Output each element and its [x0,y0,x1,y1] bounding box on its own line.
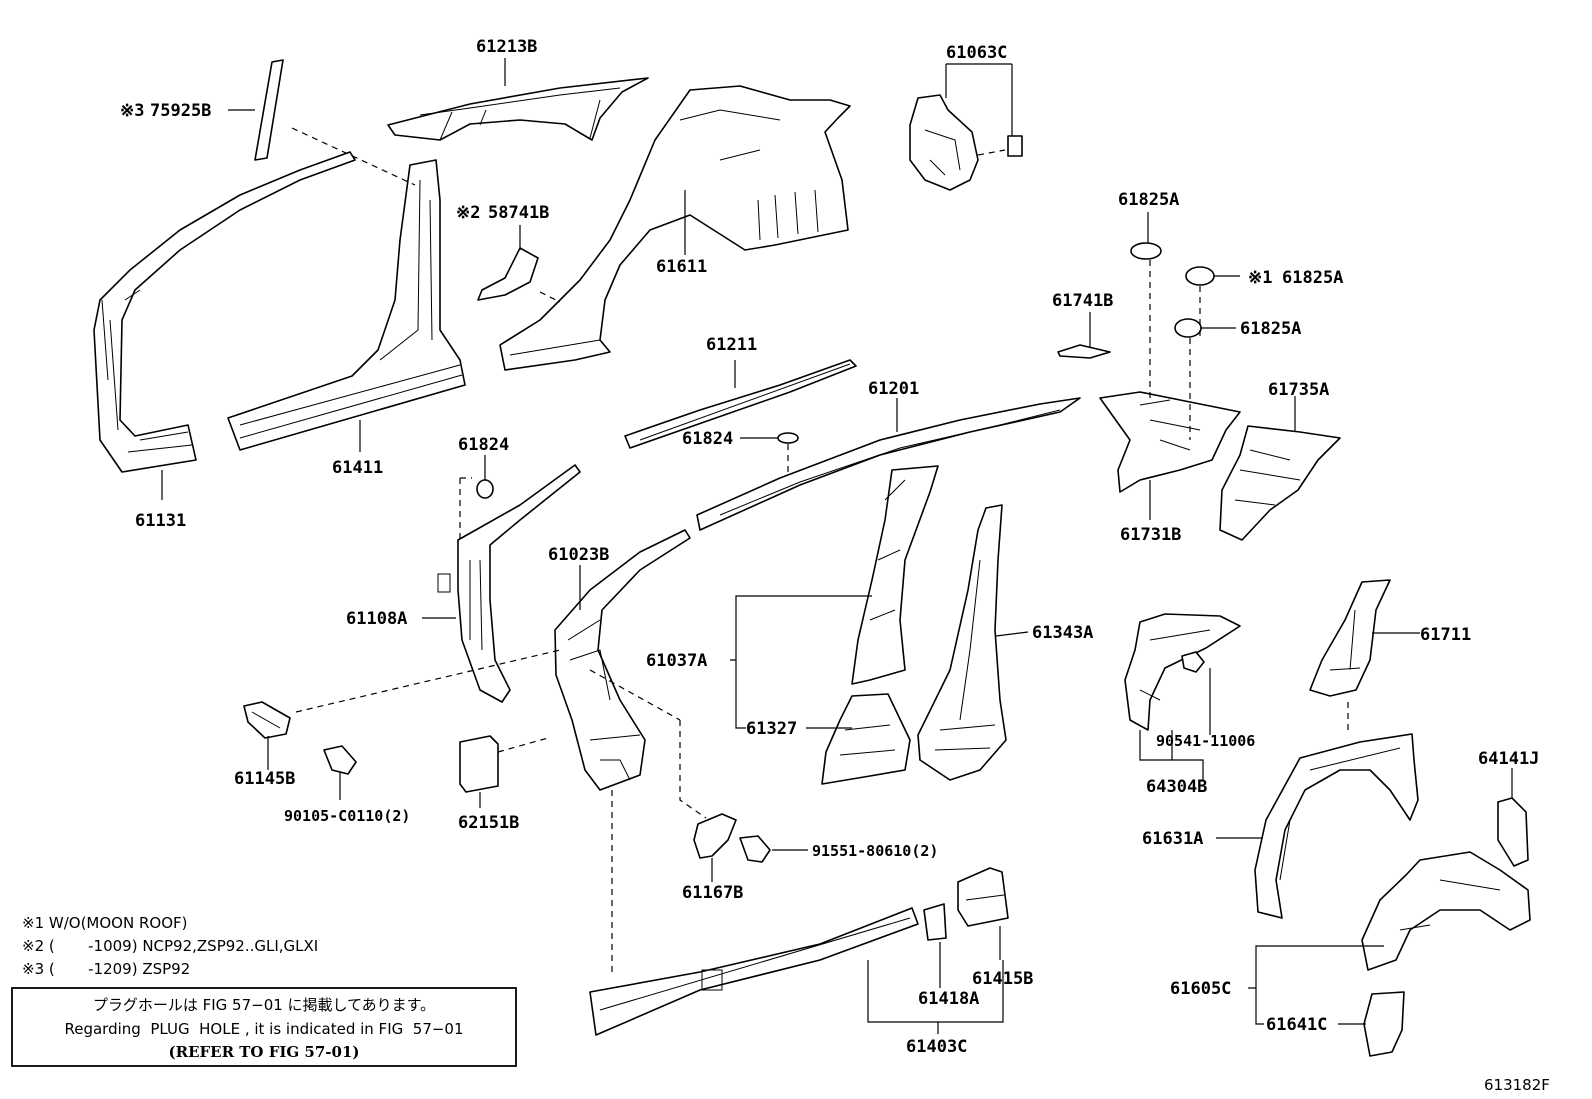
label-61037A: 61037A [646,651,707,671]
label-90541-11006: 90541-11006 [1156,732,1255,750]
part-62151B [459,735,499,793]
part-61824-plug-center [777,432,799,444]
part-61145B [243,701,291,739]
label-61108A: 61108A [346,609,407,629]
part-61327 [821,693,911,785]
part-61631A [1254,733,1419,919]
note-3: ※3 ( -1209) ZSP92 [22,960,190,978]
label-61211: 61211 [706,335,757,355]
bolt-91551-80610 [739,835,771,863]
note-1: ※1 W/O(MOON ROOF) [22,914,187,932]
part-61403C [589,907,919,1036]
label-90105-C0110: 90105-C0110(2) [284,807,410,825]
part-61415B [957,867,1009,927]
part-61711 [1309,579,1391,697]
label-61145B: 61145B [234,769,295,789]
part-64304B [1124,613,1241,731]
figure-id: 613182F [1484,1076,1550,1094]
label-75925B: 75925B [150,101,211,121]
clip-90541-11006 [1181,651,1205,673]
label-61825A-moon-roof: 61825A [1282,268,1343,288]
part-61741B [1057,344,1111,359]
plug-hole-notice-en: Regarding PLUG HOLE , it is indicated in… [64,1020,463,1038]
part-61611 [499,85,851,371]
label-61825A-top: 61825A [1118,190,1179,210]
label-61201: 61201 [868,379,919,399]
part-61131 [93,151,356,473]
plug-hole-notice-box: プラグホールは FIG 57−01 に掲載してあります。 Regarding P… [11,987,517,1067]
part-61825A-plug-3 [1174,318,1202,338]
label-61641C: 61641C [1266,1015,1327,1035]
label-61418A: 61418A [918,989,979,1009]
part-61211 [624,359,857,449]
part-61201 [696,397,1081,531]
leader-lines [161,58,1513,1034]
label-58741B: 58741B [488,203,549,223]
label-61825A-lower: 61825A [1240,319,1301,339]
part-61824-plug-left [476,479,494,499]
part-61037A [851,465,939,685]
label-61327: 61327 [746,719,797,739]
part-61825A-plug-1 [1130,242,1162,260]
part-61411 [227,159,466,451]
label-64141J: 64141J [1478,749,1539,769]
label-61605C: 61605C [1170,979,1231,999]
part-61213B [387,77,649,141]
label-61403C: 61403C [906,1037,967,1057]
part-61825A-plug-2 [1185,266,1215,286]
part-61063C [909,94,1023,191]
label-61213B: 61213B [476,37,537,57]
part-61343A [917,504,1007,781]
label-61131: 61131 [135,511,186,531]
label-61411: 61411 [332,458,383,478]
label-62151B: 62151B [458,813,519,833]
label-61741B: 61741B [1052,291,1113,311]
plug-hole-notice-ref: (REFER TO FIG 57-01) [169,1043,360,1061]
marker-3: ※3 [120,101,144,121]
label-61415B: 61415B [972,969,1033,989]
label-61343A: 61343A [1032,623,1093,643]
label-61631A: 61631A [1142,829,1203,849]
note-2: ※2 ( -1009) NCP92,ZSP92..GLI,GLXI [22,937,318,955]
label-61735A: 61735A [1268,380,1329,400]
label-91551-80610: 91551-80610(2) [812,842,938,860]
marker-2: ※2 [456,203,480,223]
part-61735A [1219,425,1341,541]
bolt-90105-C0110 [323,745,357,775]
marker-1: ※1 [1248,268,1272,288]
label-61063C: 61063C [946,43,1007,63]
part-64141J [1497,797,1529,867]
label-61611: 61611 [656,257,707,277]
label-61824-center: 61824 [682,429,733,449]
plug-hole-notice-jp: プラグホールは FIG 57−01 に掲載してあります。 [93,996,435,1014]
label-61167B: 61167B [682,883,743,903]
part-61167B [693,813,737,859]
part-61641C [1363,991,1405,1057]
part-61731B [1099,391,1241,493]
part-75925B [254,59,284,161]
label-64304B: 64304B [1146,777,1207,797]
label-61023B: 61023B [548,545,609,565]
label-61731B: 61731B [1120,525,1181,545]
label-61824-left: 61824 [458,435,509,455]
part-58741B [477,247,539,301]
part-61418A [923,903,947,941]
label-61711: 61711 [1420,625,1471,645]
part-61605C [1361,851,1531,971]
part-61108A [437,464,581,703]
part-61023B [554,529,691,791]
